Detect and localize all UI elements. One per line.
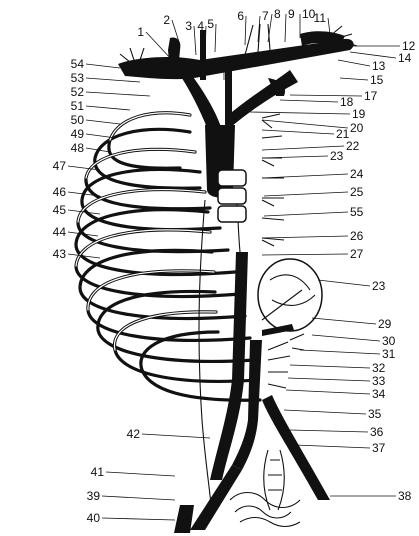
structure-label-1: 1 (137, 25, 144, 39)
leader-line-30 (312, 318, 376, 324)
structure-label-38: 37 (372, 441, 386, 455)
structure-label-37: 36 (370, 425, 384, 439)
structure-label-14: 14 (398, 51, 412, 65)
leader-line-41 (102, 518, 175, 520)
structure-label-34: 33 (372, 374, 386, 388)
leader-line-37 (290, 430, 368, 432)
leader-line-53 (86, 92, 150, 96)
structure-label-48: 47 (53, 159, 67, 173)
leader-line-36 (284, 410, 366, 414)
leader-line-24 (262, 174, 348, 178)
inferior-vena-cava (174, 340, 330, 533)
structure-label-24: 24 (350, 167, 364, 181)
structure-label-28: 27 (350, 247, 364, 261)
leader-line-15 (340, 78, 368, 80)
structure-label-30: 29 (378, 317, 392, 331)
leader-lines (68, 14, 400, 520)
structure-label-42: 41 (91, 465, 105, 479)
structure-label-25: 25 (350, 185, 364, 199)
leader-line-25 (264, 192, 348, 196)
leader-line-54 (86, 78, 140, 82)
structure-label-29: 23 (372, 279, 386, 293)
structure-label-22: 22 (346, 139, 360, 153)
vertebrae (218, 170, 246, 222)
leader-line-18 (280, 100, 338, 102)
structure-label-17: 17 (364, 89, 378, 103)
leader-line-23 (262, 156, 328, 158)
leader-line-40 (102, 496, 175, 500)
leader-line-43 (142, 434, 210, 438)
leader-line-55 (86, 64, 120, 68)
leader-line-9 (285, 14, 286, 42)
structure-label-5: 5 (207, 17, 214, 31)
structure-label-35: 34 (372, 387, 386, 401)
leader-line-11 (328, 18, 330, 34)
structure-label-2: 2 (163, 13, 170, 27)
structure-label-6: 6 (237, 9, 244, 23)
structure-label-33: 32 (372, 361, 386, 375)
leader-line-42 (106, 472, 175, 476)
structure-label-31: 30 (382, 334, 396, 348)
structure-label-15: 15 (370, 73, 384, 87)
structure-label-23: 23 (330, 149, 344, 163)
structure-label-27: 26 (350, 229, 364, 243)
structure-label-47: 46 (53, 185, 67, 199)
structure-label-40: 39 (87, 489, 101, 503)
leader-line-13 (338, 60, 370, 66)
structure-label-8: 8 (274, 7, 281, 21)
leader-line-52 (86, 106, 130, 110)
structure-label-13: 13 (372, 59, 386, 73)
renal-lumbar-veins (258, 259, 322, 388)
leader-line-32 (300, 350, 380, 354)
structure-label-49: 48 (71, 141, 85, 155)
neck-veins (118, 24, 357, 80)
structure-label-54: 53 (71, 71, 85, 85)
right-intercostal-branches (262, 114, 284, 246)
structure-label-4: 4 (197, 19, 204, 33)
leader-line-6 (245, 16, 246, 45)
structure-label-7: 7 (262, 9, 269, 23)
structure-label-55: 54 (71, 57, 85, 71)
leader-line-31 (312, 335, 380, 341)
structure-label-16: 16 (226, 57, 240, 71)
structure-label-44: 43 (53, 247, 67, 261)
structure-label-36: 35 (368, 407, 382, 421)
structure-label-43: 42 (127, 427, 141, 441)
leader-line-28 (262, 254, 348, 255)
leader-line-34 (288, 378, 370, 381)
structure-label-53: 52 (71, 85, 85, 99)
structure-label-39: 38 (398, 489, 412, 503)
leader-line-3 (194, 26, 196, 55)
structure-label-50: 49 (71, 127, 85, 141)
leader-line-26 (264, 212, 348, 216)
leader-line-29 (318, 280, 370, 286)
leader-line-14 (350, 52, 396, 58)
structure-label-9: 9 (288, 7, 295, 21)
structure-label-46: 45 (53, 203, 67, 217)
leader-line-33 (290, 365, 370, 368)
leader-line-35 (286, 390, 370, 394)
structure-label-32: 31 (382, 347, 396, 361)
structure-label-52: 51 (71, 99, 85, 113)
structure-label-51: 50 (71, 113, 85, 127)
structure-label-41: 40 (87, 511, 101, 525)
structure-label-45: 44 (53, 225, 67, 239)
leader-line-51 (86, 120, 120, 124)
structure-label-20: 20 (350, 121, 364, 135)
leader-line-1 (146, 32, 172, 60)
leader-line-38 (295, 445, 370, 448)
leader-line-27 (262, 236, 348, 238)
structure-label-11: 11 (314, 11, 327, 25)
structure-label-26: 55 (350, 205, 364, 219)
leader-line-21 (262, 130, 334, 134)
structure-label-3: 3 (185, 19, 192, 33)
leader-line-19 (250, 112, 350, 114)
structure-label-19: 19 (352, 107, 366, 121)
leader-line-5 (215, 24, 216, 52)
